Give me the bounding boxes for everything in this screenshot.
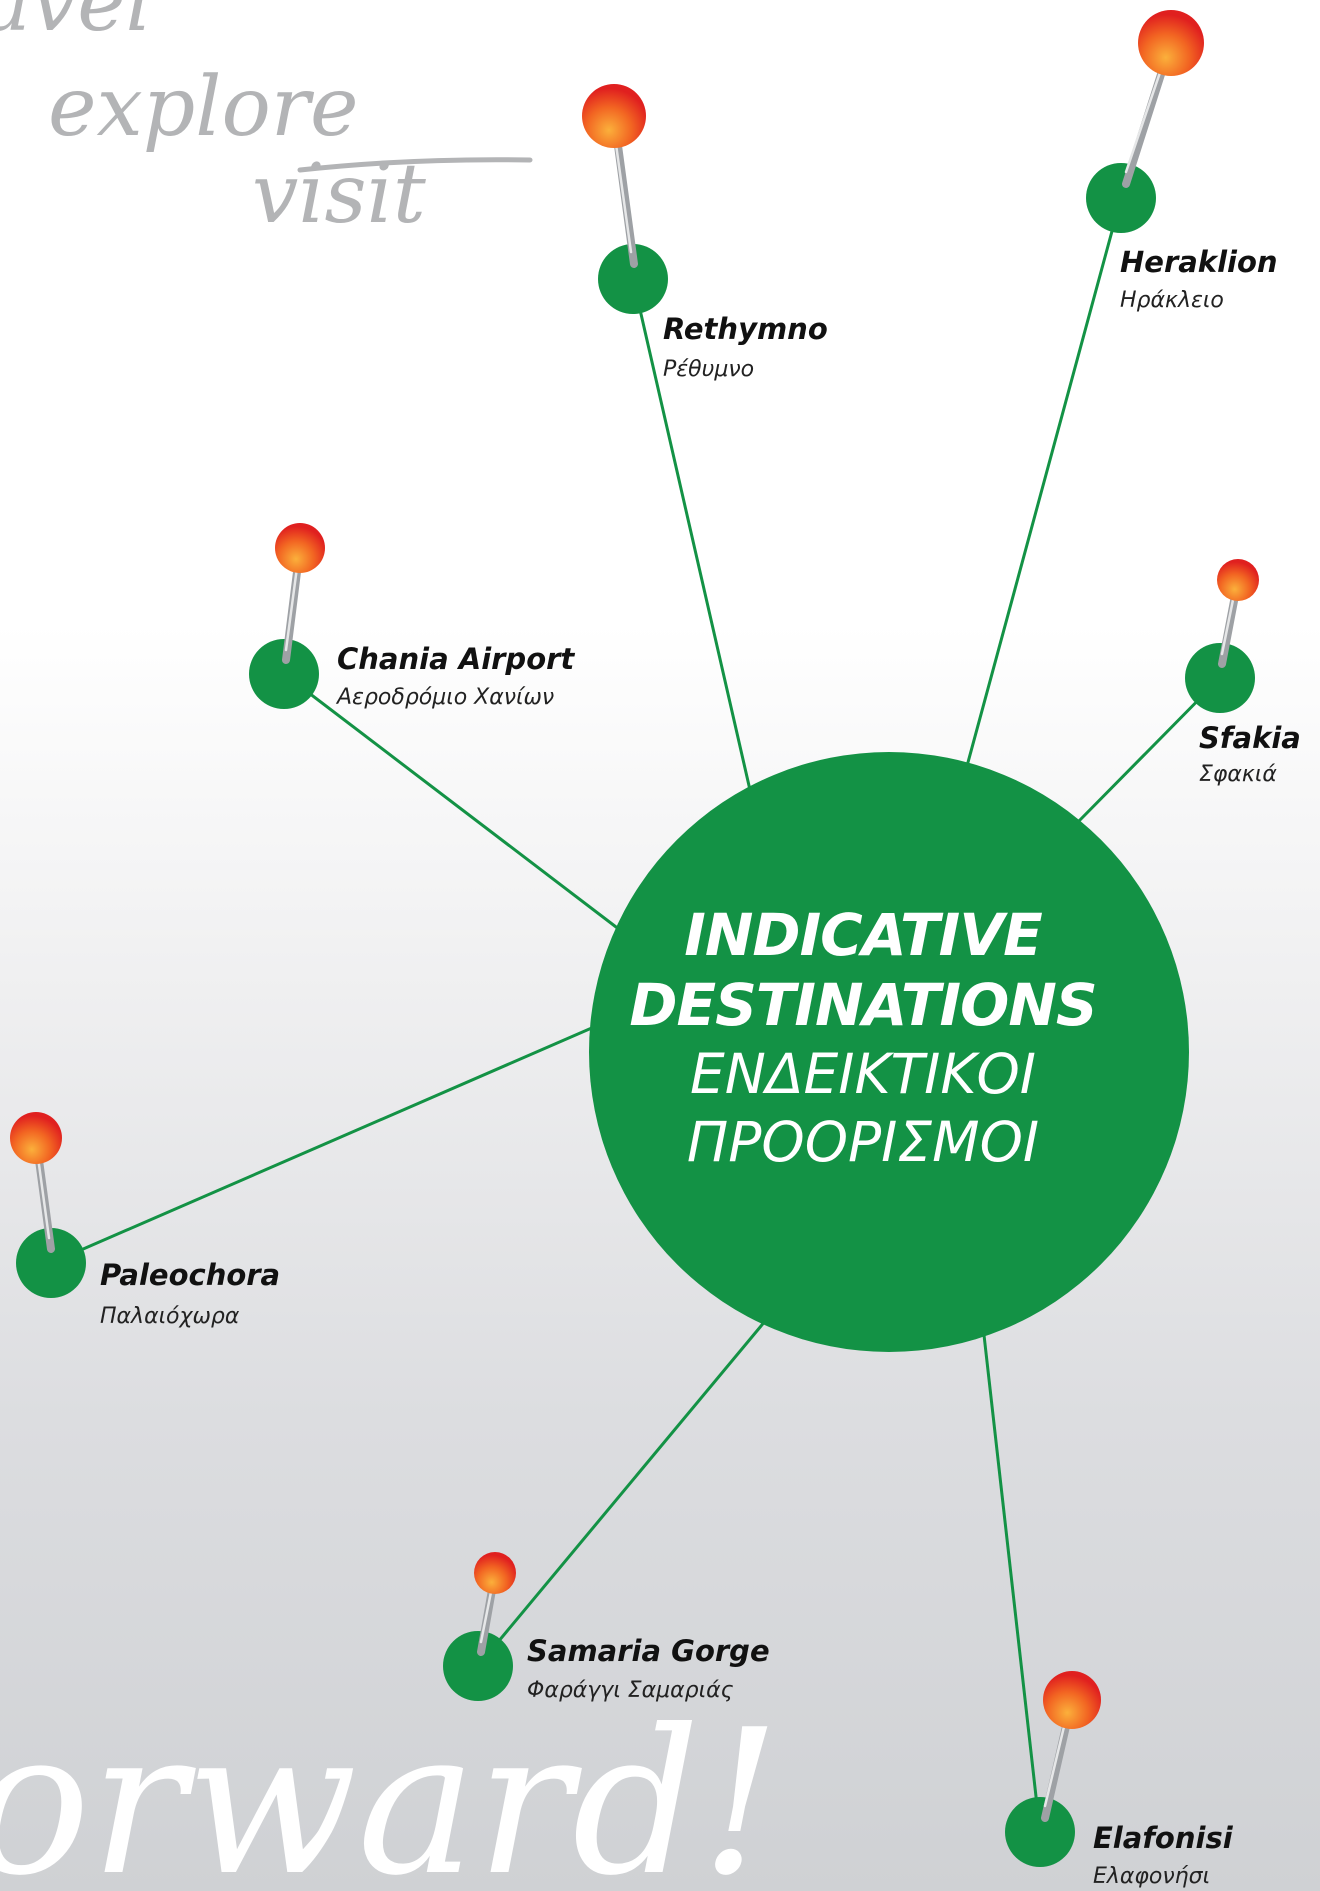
connector-samaria-gorge — [476, 1319, 768, 1667]
pin-head-icon — [275, 523, 325, 573]
hub-title-line4: ΠΡΟΟΡΙΣΜΟΙ — [686, 1110, 1040, 1174]
label-elafonisi-gr: Ελαφονήσι — [1093, 1864, 1211, 1889]
pin-head-icon — [582, 84, 646, 148]
pin-head-icon — [10, 1112, 62, 1164]
hub-title-line3: ΕΝΔΕΙΚΤΙΚΟΙ — [690, 1042, 1036, 1106]
node-chania-airport[interactable] — [249, 523, 325, 709]
label-heraklion-gr: Ηράκλειο — [1120, 288, 1224, 313]
node-circle — [16, 1228, 86, 1298]
label-sfakia: Sfakia — [1199, 721, 1301, 755]
label-sfakia-gr: Σφακιά — [1199, 762, 1277, 787]
label-chania-airport-gr: Αεροδρόμιο Χανίων — [337, 685, 555, 710]
connector-paleochora — [50, 1025, 595, 1265]
connector-lines — [50, 197, 1222, 1833]
script-word-travel: avel — [0, 0, 152, 50]
pin-needle-highlight — [1220, 588, 1237, 656]
node-paleochora[interactable] — [10, 1112, 86, 1298]
node-elafonisi[interactable] — [1005, 1671, 1101, 1867]
label-paleochora-gr: Παλαιόχωρα — [100, 1304, 240, 1329]
node-circle — [249, 639, 319, 709]
pin-needle-highlight — [35, 1148, 51, 1240]
node-samaria-gorge[interactable] — [443, 1552, 516, 1701]
hub-title-line1: INDICATIVE — [684, 901, 1042, 969]
node-rethymno[interactable] — [582, 84, 668, 314]
label-rethymno-gr: Ρέθυμνο — [663, 357, 755, 382]
label-rethymno: Rethymno — [663, 312, 828, 346]
node-circle — [1185, 643, 1255, 713]
pin-needle-highlight — [284, 558, 300, 652]
label-chania-airport: Chania Airport — [337, 642, 575, 676]
hub-title-line2: DESTINATIONS — [629, 971, 1097, 1039]
hub-circle — [589, 752, 1189, 1352]
label-heraklion: Heraklion — [1120, 245, 1278, 279]
label-samaria-gorge: Samaria Gorge — [527, 1634, 770, 1668]
node-circle — [598, 244, 668, 314]
connector-heraklion — [965, 197, 1123, 767]
connector-rethymno — [631, 278, 752, 791]
connector-chania-airport — [283, 672, 621, 932]
pin-head-icon — [1043, 1671, 1101, 1729]
pin-head-icon — [1138, 10, 1204, 76]
node-circle — [1086, 163, 1156, 233]
connector-elafonisi — [982, 1334, 1042, 1833]
script-word-forward: orward! — [0, 1687, 780, 1891]
node-circle — [443, 1631, 513, 1701]
label-elafonisi: Elafonisi — [1093, 1821, 1233, 1855]
label-paleochora: Paleochora — [100, 1258, 281, 1292]
node-circle — [1005, 1797, 1075, 1867]
pin-needle-highlight — [612, 128, 633, 254]
label-samaria-gorge-gr: Φαράγγι Σαμαριάς — [527, 1678, 734, 1703]
script-underline — [297, 157, 533, 173]
pin-head-icon — [474, 1552, 516, 1594]
pin-head-icon — [1217, 559, 1259, 601]
node-heraklion[interactable] — [1086, 10, 1204, 233]
node-sfakia[interactable] — [1185, 559, 1259, 713]
hub-title: INDICATIVE DESTINATIONS ΕΝΔΕΙΚΤΙΚΟΙ ΠΡΟΟ… — [593, 900, 1133, 1176]
script-word-explore: explore — [48, 60, 359, 155]
pin-needle-highlight — [1124, 53, 1168, 174]
